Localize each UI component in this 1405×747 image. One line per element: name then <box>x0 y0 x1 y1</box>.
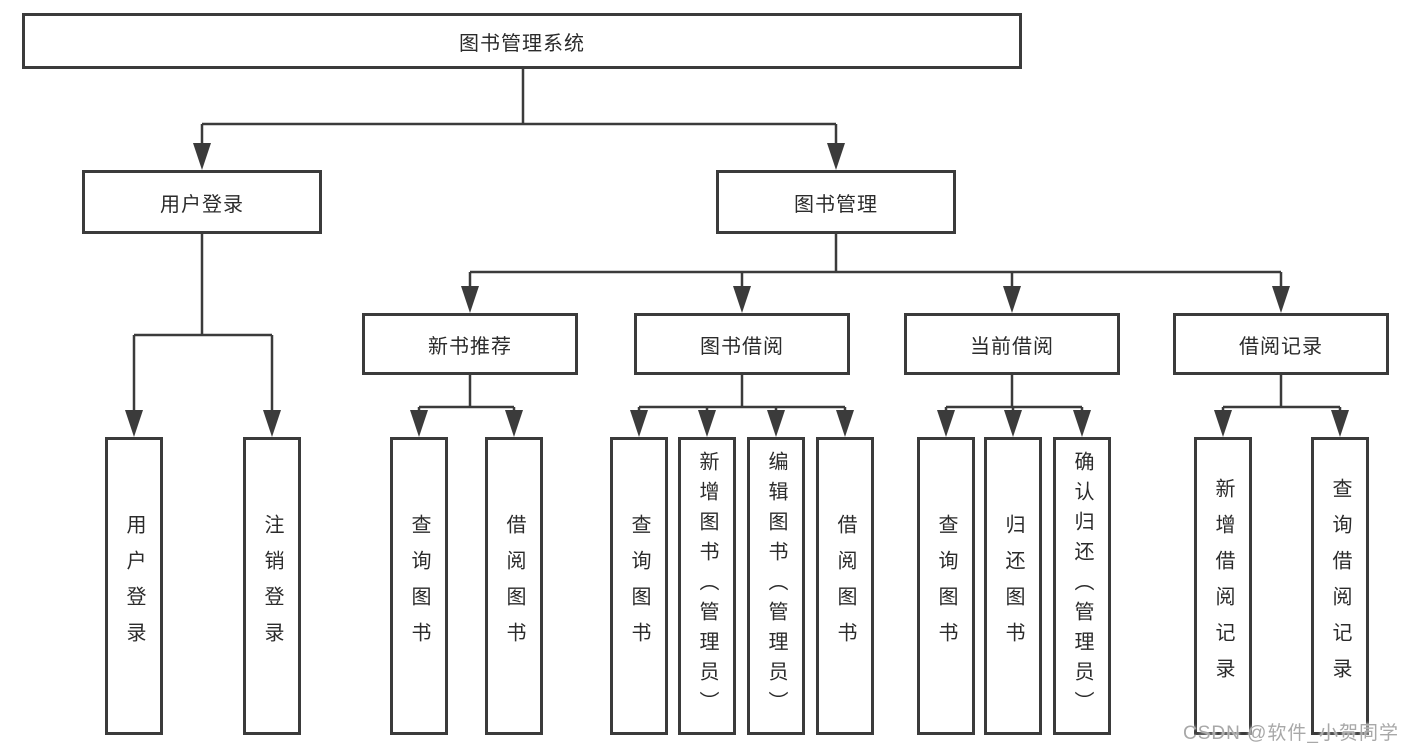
leaf-query-books-borrowing: 查询图书 <box>610 437 668 735</box>
node-label: 借阅记录 <box>1239 335 1323 358</box>
node-book-management: 图书管理 <box>716 170 956 234</box>
node-label: 当前借阅 <box>970 335 1054 358</box>
leaf-return-books: 归还图书 <box>984 437 1042 735</box>
leaf-confirm-return-admin: 确认归还（管理员） <box>1053 437 1111 735</box>
node-label: 编辑图书（管理员） <box>765 451 787 721</box>
watermark: CSDN @软件_小贺同学 <box>1183 723 1399 744</box>
node-label: 新增借阅记录 <box>1212 478 1234 694</box>
leaf-logout: 注销登录 <box>243 437 301 735</box>
leaf-add-borrow-record: 新增借阅记录 <box>1194 437 1252 735</box>
node-label: 图书借阅 <box>700 335 784 358</box>
node-label: 图书管理系统 <box>459 32 585 55</box>
leaf-borrow-books-borrowing: 借阅图书 <box>816 437 874 735</box>
connector-paths <box>132 69 1342 413</box>
node-label: 查询图书 <box>408 514 430 658</box>
node-user-login: 用户登录 <box>82 170 322 234</box>
leaf-edit-books-admin: 编辑图书（管理员） <box>747 437 805 735</box>
leaf-query-books-current: 查询图书 <box>917 437 975 735</box>
leaf-borrow-books-recommend: 借阅图书 <box>485 437 543 735</box>
node-label: 新增图书（管理员） <box>696 451 718 721</box>
node-label: 查询借阅记录 <box>1329 478 1351 694</box>
node-label: 查询图书 <box>628 514 650 658</box>
node-label: 查询图书 <box>935 514 957 658</box>
node-current-borrowing: 当前借阅 <box>904 313 1120 375</box>
node-label: 用户登录 <box>123 514 145 658</box>
leaf-add-books-admin: 新增图书（管理员） <box>678 437 736 735</box>
leaf-user-login: 用户登录 <box>105 437 163 735</box>
node-label: 注销登录 <box>261 514 283 658</box>
node-label: 归还图书 <box>1002 514 1024 658</box>
node-new-book-recommendation: 新书推荐 <box>362 313 578 375</box>
leaf-query-books-recommend: 查询图书 <box>390 437 448 735</box>
node-label: 新书推荐 <box>428 335 512 358</box>
leaf-query-borrow-record: 查询借阅记录 <box>1311 437 1369 735</box>
node-book-borrowing: 图书借阅 <box>634 313 850 375</box>
node-library-management-system: 图书管理系统 <box>22 13 1022 69</box>
node-borrowing-records: 借阅记录 <box>1173 313 1389 375</box>
node-label: 借阅图书 <box>503 514 525 658</box>
arrowheads <box>125 143 1349 437</box>
node-label: 确认归还（管理员） <box>1071 451 1093 721</box>
node-label: 借阅图书 <box>834 514 856 658</box>
node-label: 图书管理 <box>794 193 878 216</box>
node-label: 用户登录 <box>160 193 244 216</box>
